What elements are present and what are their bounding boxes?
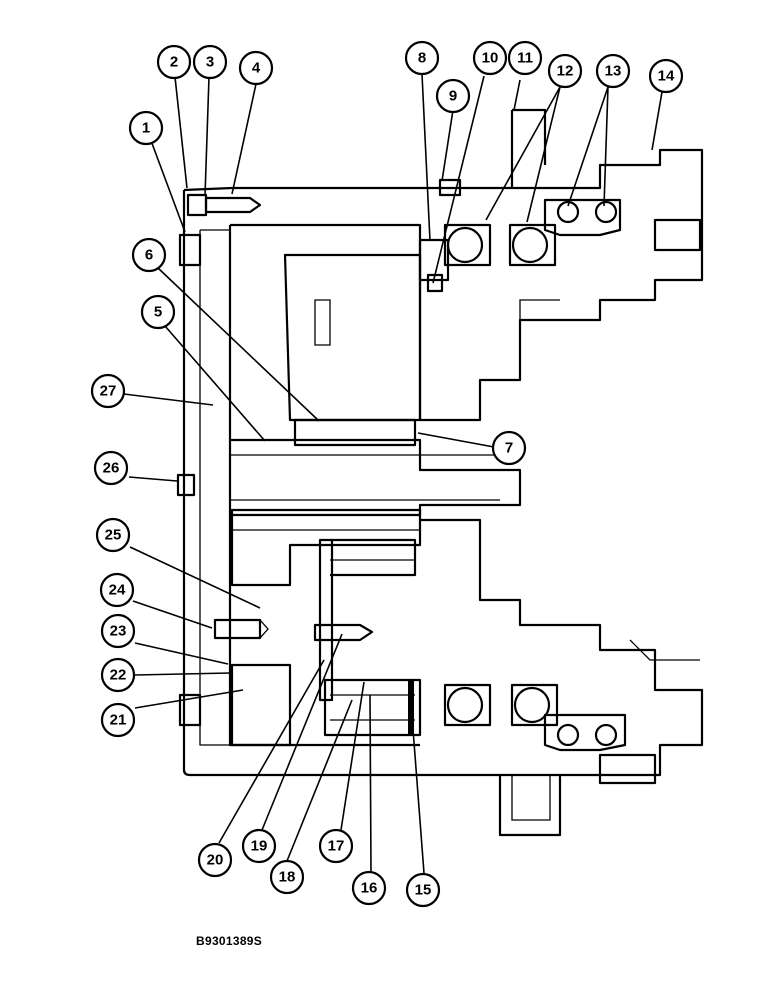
callout-3-label: 3 [206, 54, 214, 71]
drawing-code: B9301389S [196, 934, 263, 948]
callout-26-label: 26 [103, 460, 120, 477]
callout-3: 3 [192, 44, 228, 80]
callout-27: 27 [90, 373, 126, 409]
callout-20: 20 [197, 842, 233, 878]
callout-6-label: 6 [145, 247, 153, 264]
callout-9-label: 9 [449, 88, 457, 105]
callout-1: 1 [128, 110, 164, 146]
callout-12-label: 12 [557, 63, 574, 80]
callout-5: 5 [140, 294, 176, 330]
callout-2-label: 2 [170, 54, 178, 71]
callout-4-label: 4 [252, 60, 261, 77]
callout-11: 11 [507, 40, 543, 76]
callout-15-label: 15 [415, 882, 432, 899]
callout-8-label: 8 [418, 50, 426, 67]
callout-7-label: 7 [505, 440, 513, 457]
callout-22-label: 22 [110, 667, 127, 684]
callout-24: 24 [99, 572, 135, 608]
callout-2: 2 [156, 44, 192, 80]
callout-17-label: 17 [328, 838, 345, 855]
callout-19-label: 19 [251, 838, 268, 855]
callout-10-label: 10 [482, 50, 499, 67]
callout-25: 25 [95, 517, 131, 553]
bearings [408, 198, 627, 752]
callout-23-label: 23 [110, 623, 127, 640]
callout-17: 17 [318, 828, 354, 864]
callout-19: 19 [241, 828, 277, 864]
housing-outline [182, 108, 704, 837]
callout-11-label: 11 [517, 50, 533, 67]
callout-1-label: 1 [142, 120, 150, 137]
callout-13-label: 13 [605, 63, 622, 80]
callout-16-label: 16 [361, 880, 378, 897]
callout-10: 10 [472, 40, 508, 76]
callout-8: 8 [404, 40, 440, 76]
callout-26: 26 [93, 450, 129, 486]
callout-21: 21 [100, 702, 136, 738]
callout-6: 6 [131, 237, 167, 273]
callout-14-label: 14 [658, 68, 675, 85]
callout-13: 13 [595, 53, 631, 89]
callout-5-label: 5 [154, 304, 162, 321]
callout-24-label: 24 [109, 582, 126, 599]
leader-lines [123, 73, 663, 874]
callout-18: 18 [269, 859, 305, 895]
shaft-and-gears [176, 178, 522, 747]
callout-16: 16 [351, 870, 387, 906]
callout-20-label: 20 [207, 852, 224, 869]
callout-15: 15 [405, 872, 441, 908]
callout-7: 7 [491, 430, 527, 466]
callout-18-label: 18 [279, 869, 296, 886]
callout-25-label: 25 [105, 527, 122, 544]
callout-14: 14 [648, 58, 684, 94]
callout-22: 22 [100, 657, 136, 693]
callout-27-label: 27 [100, 383, 117, 400]
callout-23: 23 [100, 613, 136, 649]
callout-9: 9 [435, 78, 471, 114]
callout-12: 12 [547, 53, 583, 89]
callout-21-label: 21 [110, 712, 127, 729]
callout-4: 4 [238, 50, 274, 86]
